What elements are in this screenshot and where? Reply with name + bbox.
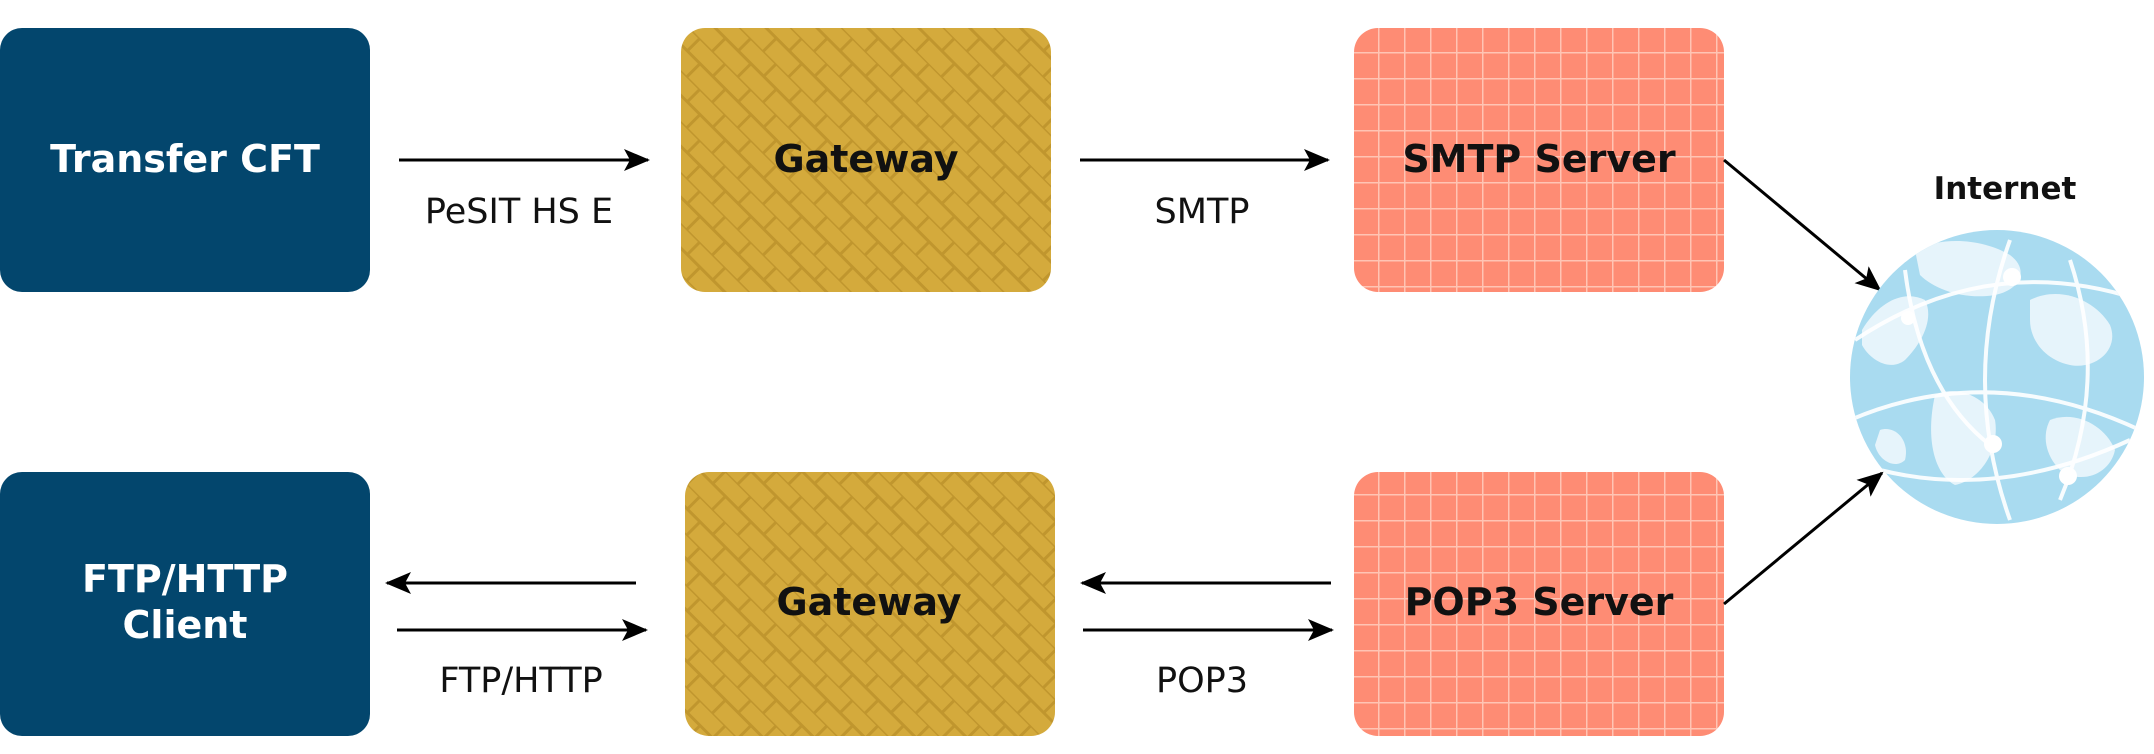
internet-node: Internet [1850,171,2144,524]
ftp-http-edge-label: FTP/HTTP [439,661,602,701]
ftp-http-client-label-line2: Client [123,603,248,647]
gateway-top-node: Gateway [681,28,1051,292]
ftp-http-edge: FTP/HTTP [385,572,648,701]
gateway-bottom-label: Gateway [776,580,961,624]
transfer-cft-node: Transfer CFT [0,28,370,292]
pesit-edge-label: PeSIT HS E [425,192,613,232]
gateway-bottom-node: Gateway [685,472,1055,736]
smtp-server-node: SMTP Server [1354,28,1724,292]
pop3-server-node: POP3 Server [1354,472,1724,736]
ftp-http-client-label-line1: FTP/HTTP [82,557,288,601]
pop3-edge: POP3 [1080,572,1334,701]
pop3-to-internet-arrow [1723,471,1884,606]
gateway-top-label: Gateway [773,137,958,181]
transfer-cft-label: Transfer CFT [50,137,320,181]
smtp-edge: SMTP [1080,149,1330,232]
smtp-to-internet-arrow [1723,158,1882,292]
globe-icon [1850,230,2144,524]
internet-label: Internet [1934,171,2077,207]
pop3-edge-label: POP3 [1156,661,1248,701]
ftp-http-client-node: FTP/HTTP Client [0,472,370,736]
pesit-edge: PeSIT HS E [399,149,650,232]
smtp-server-label: SMTP Server [1402,137,1676,181]
smtp-edge-label: SMTP [1155,192,1250,232]
pop3-server-label: POP3 Server [1405,580,1674,624]
